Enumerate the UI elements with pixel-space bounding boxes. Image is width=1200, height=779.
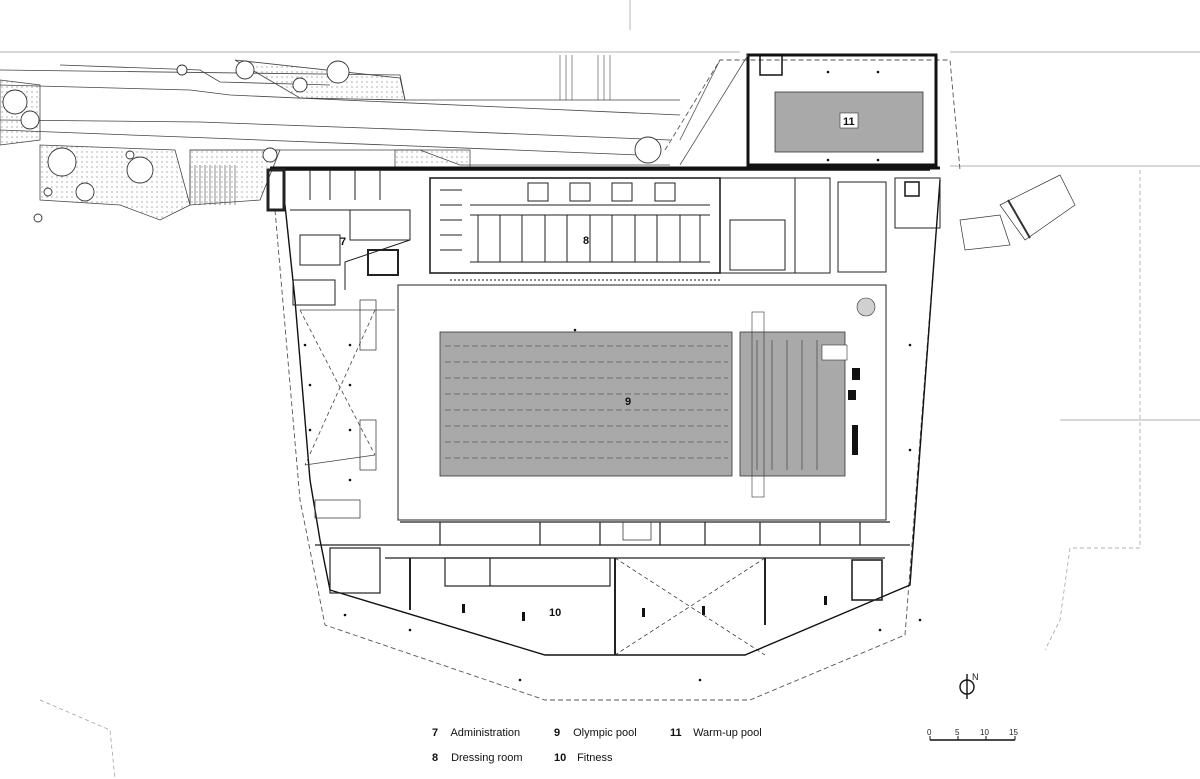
legend-item-dressing-room: 8 Dressing room xyxy=(432,752,523,764)
north-arrow: N xyxy=(959,672,979,699)
scale-bar: 0 5 10 15 xyxy=(927,728,1018,741)
legend-text: Dressing room xyxy=(451,752,523,764)
south-rooms xyxy=(315,521,910,656)
legend-text: Warm-up pool xyxy=(693,727,762,739)
legend-text: Olympic pool xyxy=(573,727,637,739)
columns xyxy=(303,70,922,682)
north-arrow-label: N xyxy=(972,672,979,682)
label-warmup-pool: 11 xyxy=(843,116,855,128)
trees xyxy=(2,60,662,223)
warmup-pool-area xyxy=(679,53,938,167)
legend-item-fitness: 10 Fitness xyxy=(554,752,613,764)
legend-text: Administration xyxy=(450,727,521,739)
legend-number: 9 xyxy=(554,727,561,739)
scale-tick-10: 10 xyxy=(980,728,989,737)
diving-lanes xyxy=(756,340,818,470)
legend-number: 11 xyxy=(670,727,682,739)
fitness-equipment xyxy=(462,596,827,621)
label-olympic-pool: 9 xyxy=(625,396,631,408)
label-dressing-room: 8 xyxy=(583,235,589,247)
legend-number: 8 xyxy=(432,752,439,764)
west-concourse xyxy=(299,299,395,519)
east-stairs xyxy=(959,174,1076,251)
pool-lane-lines xyxy=(445,345,728,459)
administration-wing xyxy=(266,168,411,306)
scale-tick-15: 15 xyxy=(1009,728,1018,737)
pool-hall xyxy=(397,284,887,521)
legend: 7 Administration 8 Dressing room 9 Olymp… xyxy=(432,727,852,767)
legend-number: 10 xyxy=(554,752,567,764)
dressing-rooms xyxy=(429,177,941,281)
legend-text: Fitness xyxy=(577,752,613,764)
legend-number: 7 xyxy=(432,727,439,739)
room-labels: 7 8 9 10 11 xyxy=(340,112,859,619)
legend-item-olympic-pool: 9 Olympic pool xyxy=(554,727,637,739)
legend-item-warmup-pool: 11 Warm-up pool xyxy=(670,727,762,739)
label-administration: 7 xyxy=(340,236,346,248)
landscape-terraces xyxy=(0,59,681,221)
label-fitness: 10 xyxy=(549,607,561,619)
scale-tick-5: 5 xyxy=(955,728,960,737)
stairs-west xyxy=(189,55,611,205)
legend-item-administration: 7 Administration xyxy=(432,727,520,739)
building-outline xyxy=(274,59,961,701)
scale-tick-0: 0 xyxy=(927,728,932,737)
